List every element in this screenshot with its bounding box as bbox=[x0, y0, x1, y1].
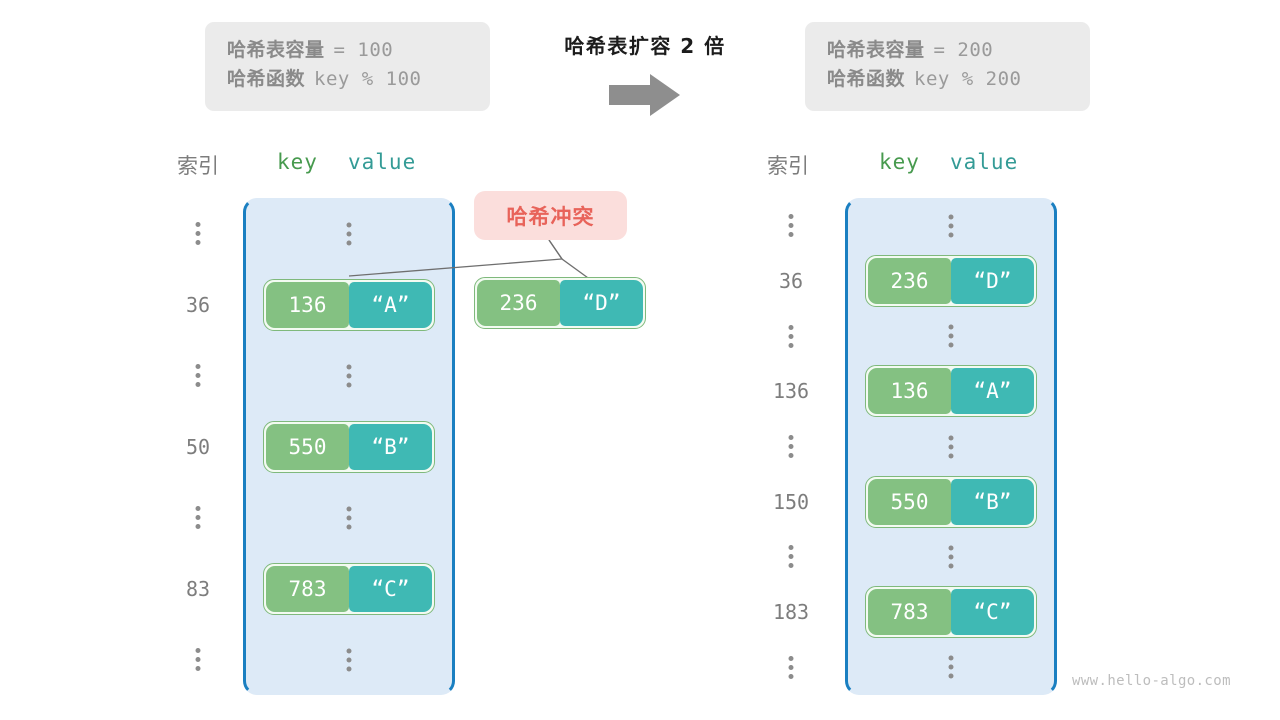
before-index-ellipsis-icon-2 bbox=[195, 364, 201, 387]
after-row-ellipsis-icon-4 bbox=[948, 435, 954, 458]
before-row-ellipsis-icon-0 bbox=[346, 222, 352, 245]
before-key-header: key bbox=[277, 150, 318, 174]
before-function-line: 哈希函数 key % 100 bbox=[227, 65, 468, 94]
before-entry-key-50: 550 bbox=[266, 423, 349, 470]
before-entry-36[interactable]: 136“A” bbox=[263, 278, 435, 331]
after-index-1: 36 bbox=[778, 268, 804, 293]
before-value-header: value bbox=[348, 150, 417, 174]
after-entry-36[interactable]: 236“D” bbox=[865, 254, 1037, 307]
before-row-ellipsis-icon-4 bbox=[346, 506, 352, 529]
after-row-ellipsis-icon-2 bbox=[948, 324, 954, 348]
after-entry-150[interactable]: 550“B” bbox=[865, 475, 1037, 528]
resize-title: 哈希表扩容 2 倍 bbox=[564, 34, 726, 58]
after-row-ellipsis-icon-6 bbox=[948, 545, 954, 569]
collision-entry-key: 236 bbox=[477, 280, 560, 326]
before-capacity-label: 哈希表容量 bbox=[227, 39, 325, 61]
before-capacity-value: = 100 bbox=[333, 39, 394, 61]
collision-badge: 哈希冲突 bbox=[474, 191, 627, 240]
after-entry-value-36: “D” bbox=[951, 257, 1034, 304]
before-index-2 bbox=[158, 364, 238, 387]
before-index-1: 36 bbox=[185, 292, 211, 317]
before-row-ellipsis-icon-6 bbox=[346, 648, 352, 671]
after-row-ellipsis-icon-0 bbox=[948, 214, 954, 238]
before-capacity-line: 哈希表容量 = 100 bbox=[227, 36, 468, 65]
after-index-ellipsis-icon-4 bbox=[788, 435, 794, 458]
after-entry-value-150: “B” bbox=[951, 478, 1034, 525]
before-index-header: 索引 bbox=[177, 154, 219, 178]
before-index-3: 50 bbox=[185, 434, 211, 459]
before-entry-50[interactable]: 550“B” bbox=[263, 420, 435, 473]
after-index-7: 183 bbox=[772, 600, 810, 625]
after-index-0 bbox=[751, 214, 831, 238]
after-index-6 bbox=[751, 545, 831, 569]
after-index-2 bbox=[751, 324, 831, 348]
before-function-label: 哈希函数 bbox=[227, 68, 306, 91]
before-index-6 bbox=[158, 648, 238, 671]
before-row-ellipsis-icon-2 bbox=[346, 364, 352, 387]
after-index-ellipsis-icon-6 bbox=[788, 545, 794, 569]
collision-entry[interactable]: 236 “D” bbox=[474, 277, 646, 329]
after-key-header: key bbox=[879, 150, 920, 174]
after-function-label: 哈希函数 bbox=[827, 68, 906, 91]
before-index-ellipsis-icon-0 bbox=[195, 222, 201, 245]
after-index-4 bbox=[751, 435, 831, 458]
after-index-3: 136 bbox=[772, 379, 810, 404]
right-block-arrow-icon bbox=[609, 74, 680, 116]
after-entry-key-150: 550 bbox=[868, 478, 951, 525]
before-entry-83[interactable]: 783“C” bbox=[263, 562, 435, 615]
before-index-ellipsis-icon-6 bbox=[195, 648, 201, 671]
before-index-ellipsis-icon-4 bbox=[195, 506, 201, 529]
after-row-ellipsis-icon-8 bbox=[948, 655, 954, 679]
after-index-header: 索引 bbox=[767, 154, 809, 178]
after-entry-136[interactable]: 136“A” bbox=[865, 365, 1037, 418]
after-entry-value-183: “C” bbox=[951, 589, 1034, 636]
after-entry-key-136: 136 bbox=[868, 368, 951, 415]
after-entry-183[interactable]: 783“C” bbox=[865, 586, 1037, 639]
after-index-8 bbox=[751, 655, 831, 679]
before-entry-key-83: 783 bbox=[266, 565, 349, 612]
after-value-header: value bbox=[950, 150, 1019, 174]
after-index-ellipsis-icon-0 bbox=[788, 214, 794, 238]
after-capacity-value: = 200 bbox=[933, 39, 994, 61]
collision-entry-value: “D” bbox=[560, 280, 643, 326]
before-index-5: 83 bbox=[185, 576, 211, 601]
after-index-5: 150 bbox=[772, 489, 810, 514]
before-entry-value-36: “A” bbox=[349, 281, 432, 328]
after-capacity-line: 哈希表容量 = 200 bbox=[827, 36, 1068, 65]
after-index-ellipsis-icon-8 bbox=[788, 655, 794, 679]
after-function-value: key % 200 bbox=[914, 68, 1022, 91]
watermark: www.hello-algo.com bbox=[1072, 673, 1231, 689]
before-index-4 bbox=[158, 506, 238, 529]
before-function-value: key % 100 bbox=[314, 68, 422, 91]
after-capacity-label: 哈希表容量 bbox=[827, 39, 925, 61]
after-info-box: 哈希表容量 = 200 哈希函数 key % 200 bbox=[805, 22, 1090, 111]
before-entry-value-50: “B” bbox=[349, 423, 432, 470]
after-entry-value-136: “A” bbox=[951, 368, 1034, 415]
after-entry-key-183: 783 bbox=[868, 589, 951, 636]
after-function-line: 哈希函数 key % 200 bbox=[827, 65, 1068, 94]
before-entry-key-36: 136 bbox=[266, 281, 349, 328]
after-entry-key-36: 236 bbox=[868, 257, 951, 304]
arrow-container bbox=[540, 72, 750, 118]
before-info-box: 哈希表容量 = 100 哈希函数 key % 100 bbox=[205, 22, 490, 111]
before-entry-value-83: “C” bbox=[349, 565, 432, 612]
after-index-ellipsis-icon-2 bbox=[788, 324, 794, 348]
before-index-0 bbox=[158, 222, 238, 245]
